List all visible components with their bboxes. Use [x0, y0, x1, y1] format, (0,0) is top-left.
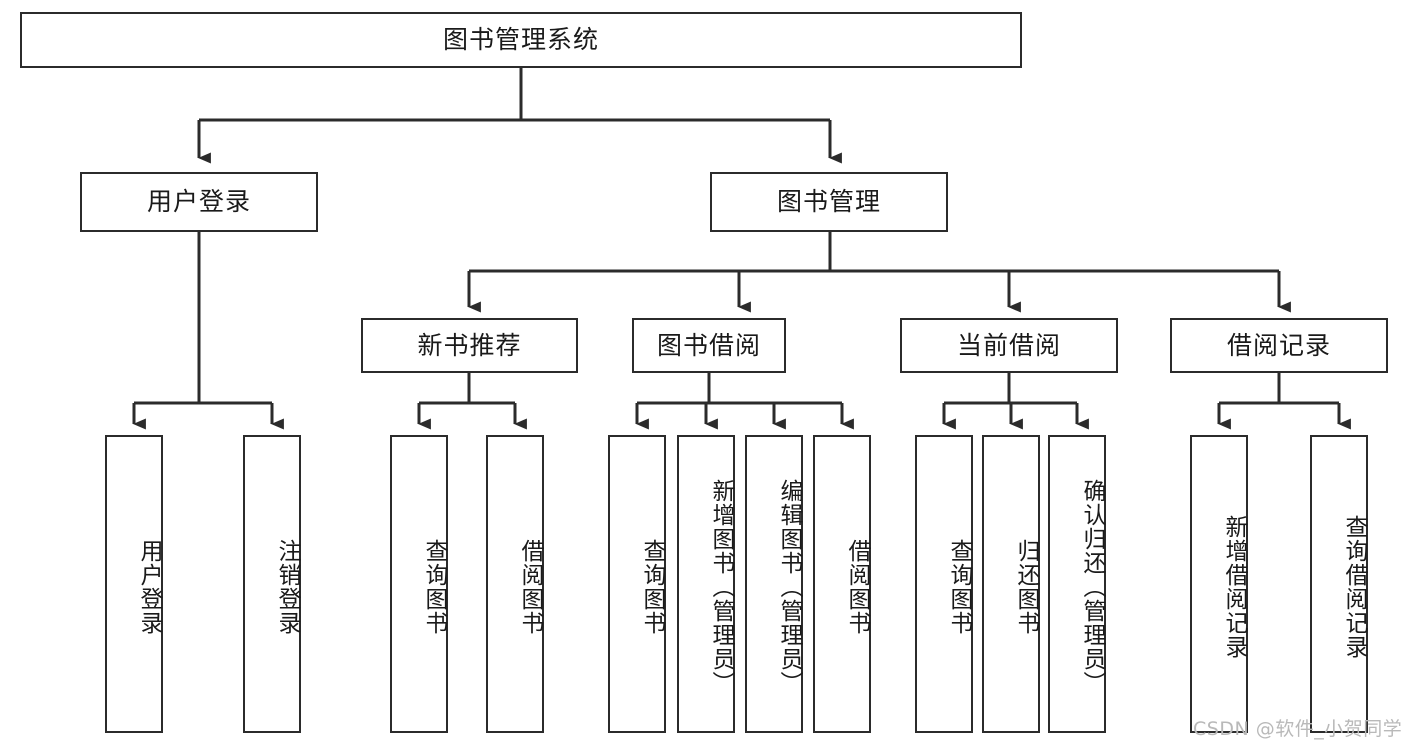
leaf-query-book-current-label: 查询图书 [946, 539, 972, 635]
leaf-user-login[interactable]: 用户登录 [105, 435, 163, 733]
leaf-borrow-book[interactable]: 借阅图书 [813, 435, 871, 733]
leaf-user-logout[interactable]: 注销登录 [243, 435, 301, 733]
leaf-borrow-book-recommend-label: 借阅图书 [517, 539, 543, 635]
leaf-query-book-borrow-label: 查询图书 [639, 539, 665, 635]
leaf-edit-book-admin-label: 编辑图书（管理员） [776, 479, 802, 695]
node-new-book-recommend[interactable]: 新书推荐 [361, 318, 578, 373]
node-current-borrow[interactable]: 当前借阅 [900, 318, 1118, 373]
leaf-add-borrow-record-label: 新增借阅记录 [1221, 515, 1247, 659]
leaf-add-borrow-record[interactable]: 新增借阅记录 [1190, 435, 1248, 733]
node-borrow-record-label: 借阅记录 [1226, 330, 1331, 360]
leaf-query-borrow-record-label: 查询借阅记录 [1341, 515, 1367, 659]
leaf-query-book-recommend[interactable]: 查询图书 [390, 435, 448, 733]
leaf-add-book-admin-label: 新增图书（管理员） [708, 479, 734, 695]
leaf-query-book-borrow[interactable]: 查询图书 [608, 435, 666, 733]
node-book-borrow[interactable]: 图书借阅 [632, 318, 786, 373]
node-root-label: 图书管理系统 [442, 25, 599, 55]
leaf-query-borrow-record[interactable]: 查询借阅记录 [1310, 435, 1368, 733]
node-user-login-label: 用户登录 [146, 187, 251, 217]
leaf-user-login-label: 用户登录 [136, 539, 162, 635]
node-user-login[interactable]: 用户登录 [80, 172, 318, 232]
node-borrow-record[interactable]: 借阅记录 [1170, 318, 1388, 373]
leaf-query-book-recommend-label: 查询图书 [421, 539, 447, 635]
leaf-return-book[interactable]: 归还图书 [982, 435, 1040, 733]
node-new-book-recommend-label: 新书推荐 [417, 330, 522, 360]
leaf-query-book-current[interactable]: 查询图书 [915, 435, 973, 733]
node-current-borrow-label: 当前借阅 [956, 330, 1061, 360]
leaf-confirm-return-admin-label: 确认归还（管理员） [1079, 479, 1105, 695]
node-root[interactable]: 图书管理系统 [20, 12, 1022, 68]
csdn-watermark: CSDN @软件_小贺同学 [1193, 718, 1403, 740]
leaf-user-logout-label: 注销登录 [274, 539, 300, 635]
leaf-confirm-return-admin[interactable]: 确认归还（管理员） [1048, 435, 1106, 733]
leaf-borrow-book-label: 借阅图书 [844, 539, 870, 635]
node-book-borrow-label: 图书借阅 [656, 330, 761, 360]
node-book-management[interactable]: 图书管理 [710, 172, 948, 232]
node-book-management-label: 图书管理 [776, 187, 881, 217]
leaf-return-book-label: 归还图书 [1013, 539, 1039, 635]
leaf-edit-book-admin[interactable]: 编辑图书（管理员） [745, 435, 803, 733]
leaf-borrow-book-recommend[interactable]: 借阅图书 [486, 435, 544, 733]
leaf-add-book-admin[interactable]: 新增图书（管理员） [677, 435, 735, 733]
